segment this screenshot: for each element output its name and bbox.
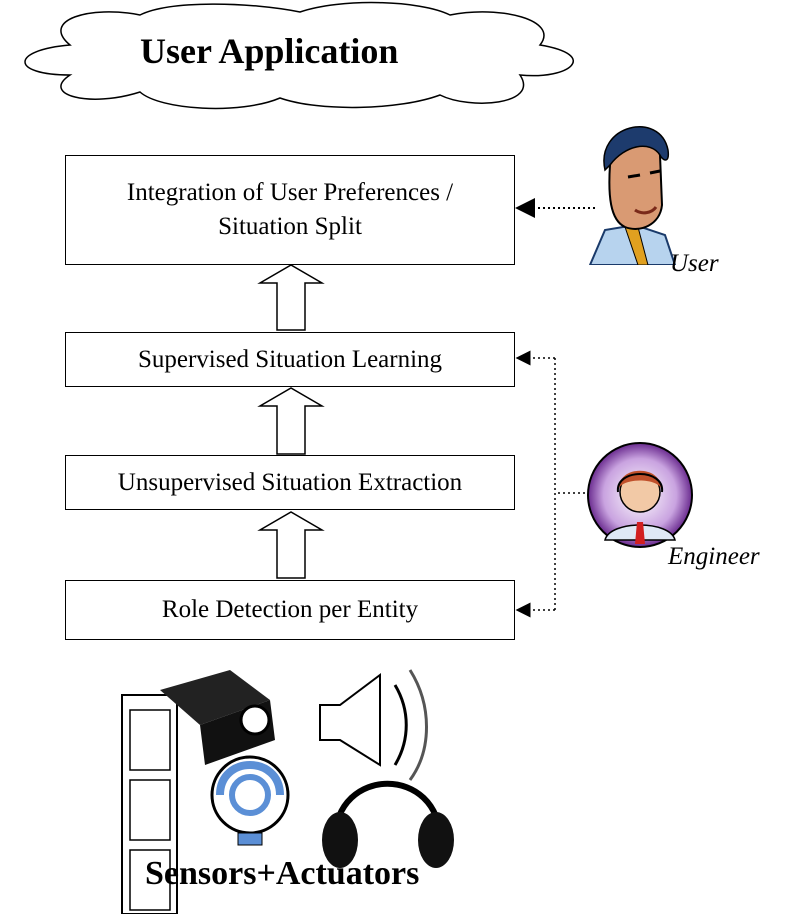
up-arrow-1 — [257, 264, 325, 331]
role-label: Role Detection per Entity — [161, 596, 419, 623]
role-box: Role Detection per Entity — [65, 580, 515, 640]
headphones-icon — [322, 780, 454, 868]
film-strip-icon — [121, 694, 178, 914]
supervised-box: Supervised Situation Learning — [65, 332, 515, 387]
user-label: User — [670, 250, 719, 277]
integration-line-2: Situation Split — [218, 213, 362, 240]
sensors-group — [121, 669, 454, 914]
supervised-label: Supervised Situation Learning — [137, 345, 443, 373]
up-arrow-2 — [257, 387, 325, 455]
integration-box: Integration of User Preferences / Situat… — [65, 155, 515, 265]
engineer-label: Engineer — [668, 543, 760, 570]
businessman-icon — [588, 126, 677, 265]
webcam-icon — [210, 755, 290, 846]
unsupervised-box: Unsupervised Situation Extraction — [65, 455, 515, 510]
integration-line-1: Integration of User Preferences / — [126, 179, 454, 206]
cloud-title: User Application — [140, 31, 399, 71]
unsupervised-label: Unsupervised Situation Extraction — [117, 468, 463, 496]
engineer-headset-icon — [587, 442, 693, 548]
speaker-icon — [319, 669, 428, 781]
up-arrow-3 — [257, 511, 325, 579]
projector-icon — [160, 670, 275, 765]
sensors-label: Sensors+Actuators — [145, 855, 420, 892]
